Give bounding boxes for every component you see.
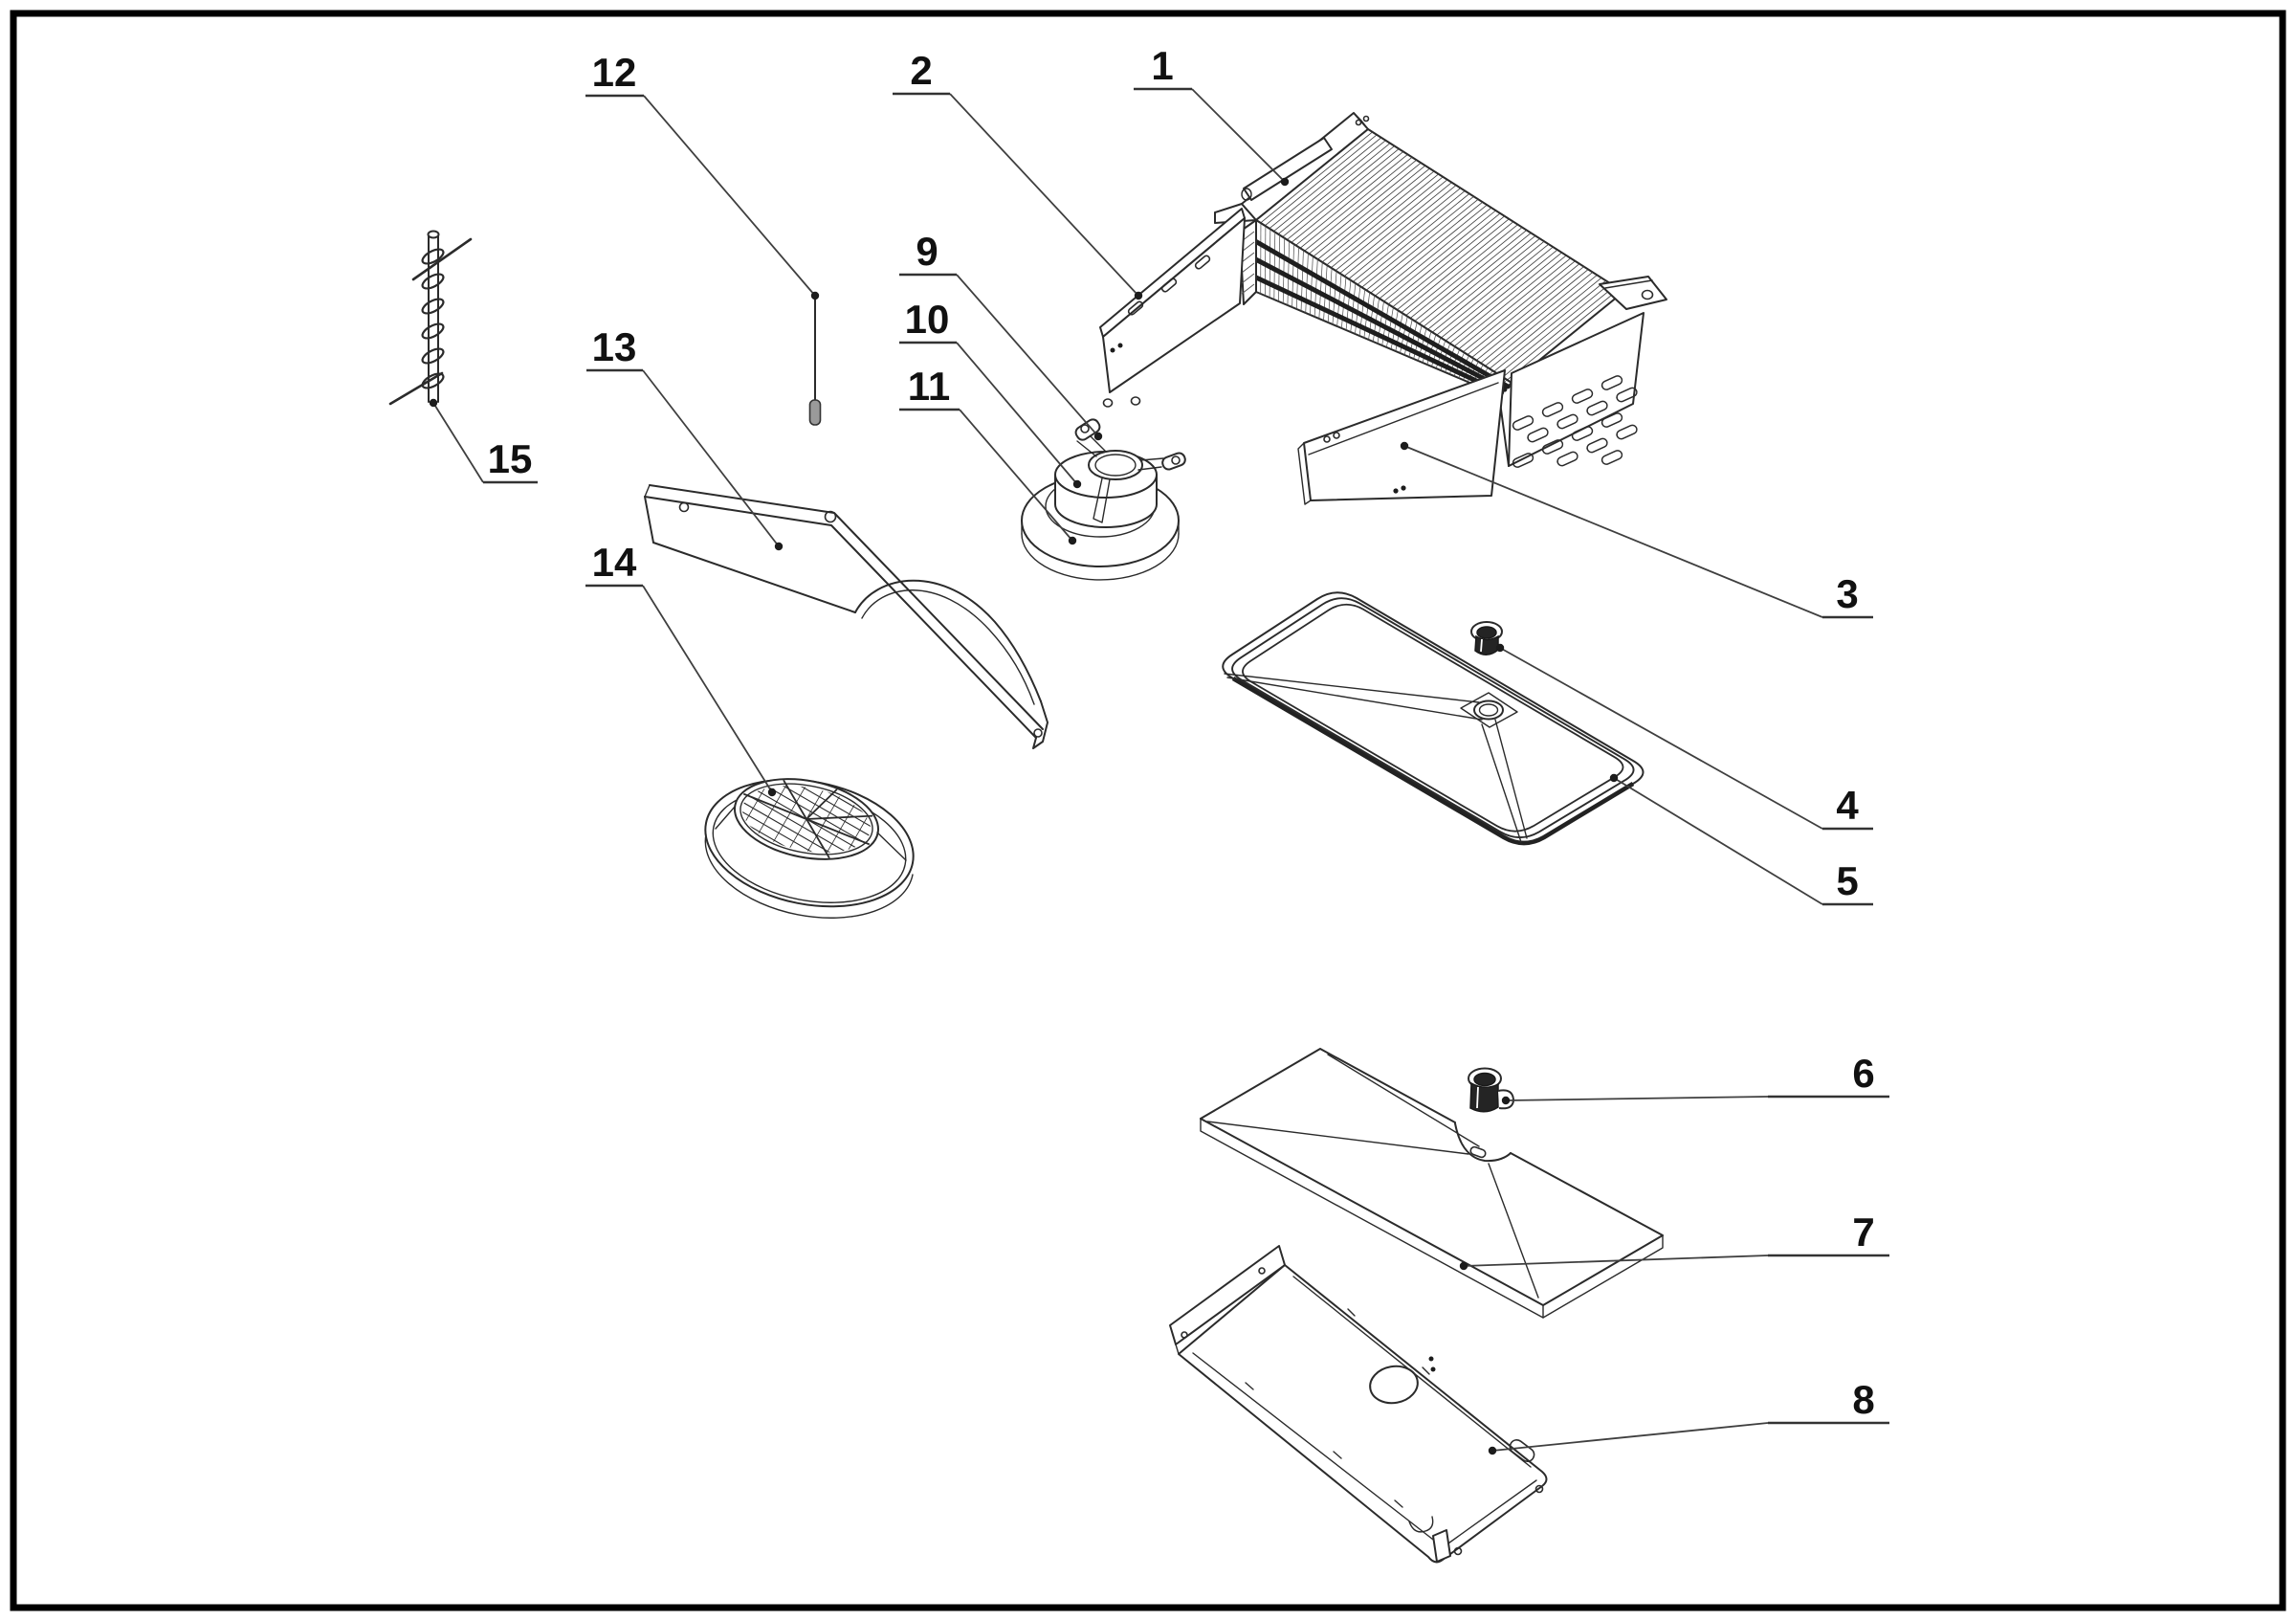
drawing-frame [10,10,2286,1611]
callout-3: 3 [1400,441,1873,619]
callout-label-2: 2 [910,48,932,93]
callout-label-1: 1 [1151,43,1173,88]
callout-7: 7 [1459,1210,1889,1271]
callout-11: 11 [899,364,1077,545]
callout-label-9: 9 [916,229,938,274]
part-vent-grille [704,775,915,919]
callout-15: 15 [429,398,538,484]
callout-2: 2 [893,48,1143,300]
callout-label-5: 5 [1836,858,1858,903]
callout-label-15: 15 [488,436,533,481]
callout-9: 9 [899,229,1103,441]
callout-label-8: 8 [1852,1377,1874,1422]
callout-label-12: 12 [592,50,637,95]
callout-4: 4 [1495,643,1873,831]
part-drip-tray [1222,591,1645,846]
callout-6: 6 [1501,1051,1889,1105]
callout-label-13: 13 [592,324,637,369]
part-base-pan [1169,1245,1548,1564]
part-fan-assembly [1021,418,1186,581]
callout-label-10: 10 [905,297,950,342]
callout-label-14: 14 [592,540,637,585]
callout-14: 14 [585,540,777,797]
part-motor-bracket [1074,418,1186,523]
callout-13: 13 [586,324,784,551]
part-evaporator-coil [1102,112,1667,468]
part-air-duct-panel [644,484,1049,749]
callout-label-7: 7 [1852,1210,1874,1255]
callout-1: 1 [1134,43,1290,187]
part-left-side-panel [1099,208,1246,393]
callout-12: 12 [585,50,820,300]
part-drain-fitting [1470,621,1503,655]
callout-label-3: 3 [1836,571,1858,616]
callout-10: 10 [899,297,1082,489]
callout-8: 8 [1488,1377,1889,1455]
part-sensor-probe [808,295,822,426]
callout-label-6: 6 [1852,1051,1874,1096]
part-coil-heater [388,230,473,406]
callouts: 1 2 3 4 5 6 7 [429,43,1889,1455]
callout-label-11: 11 [908,364,950,409]
part-front-mounting-bracket [1297,369,1506,505]
part-sloped-drain-pan [1200,1048,1664,1319]
callout-label-4: 4 [1836,783,1859,828]
callout-5: 5 [1609,773,1873,906]
